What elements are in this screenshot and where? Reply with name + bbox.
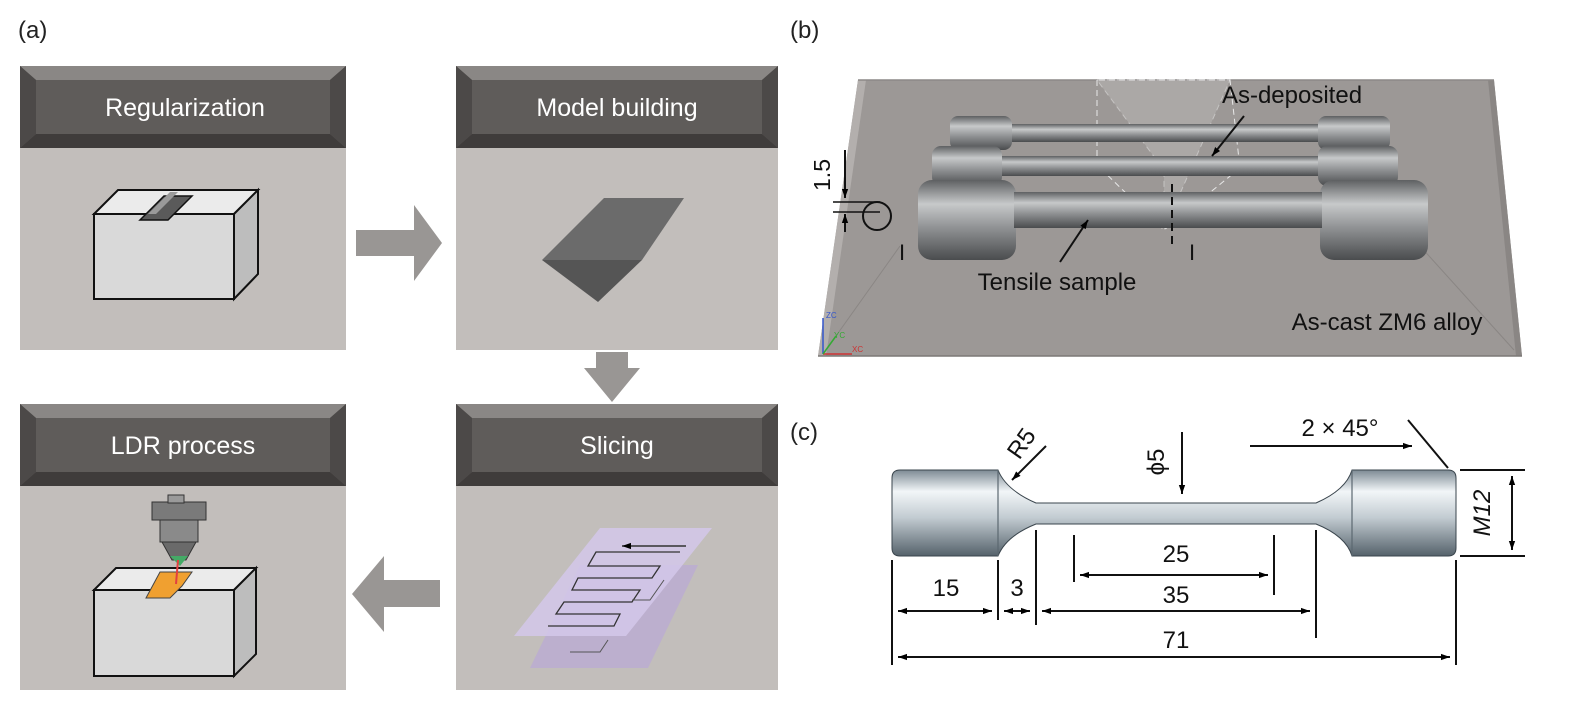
step-ldr-process: LDR process <box>20 404 346 690</box>
dim-fillet-length: 3 <box>1010 575 1023 602</box>
panel-a-label: (a) <box>18 17 47 44</box>
dimension-1-5: 1.5 <box>809 150 892 232</box>
step-regularization: Regularization <box>20 66 346 350</box>
arrow-right-icon <box>356 205 442 281</box>
svg-text:1.5: 1.5 <box>809 159 835 191</box>
step-title: Slicing <box>580 432 654 460</box>
dim-gauge-length: 25 <box>1163 541 1190 568</box>
step-title: LDR process <box>111 432 256 460</box>
dim-chamfer: 2 × 45° <box>1302 415 1379 442</box>
dim-thread: M12 <box>1469 490 1496 537</box>
axis-triad-icon: ZC YC XC <box>822 311 863 355</box>
section-mark-left: I <box>899 240 905 265</box>
arrow-down-icon <box>584 352 640 402</box>
slices-icon <box>514 528 712 668</box>
tensile-sample-leader <box>1059 219 1089 263</box>
step-model-building: Model building <box>456 66 778 350</box>
dim-radius: R5 <box>1002 423 1042 464</box>
dim-grip-length: 15 <box>933 575 960 602</box>
svg-text:XC: XC <box>852 345 863 354</box>
tensile-sample-label: Tensile sample <box>978 269 1137 296</box>
dim-parallel-length: 35 <box>1163 582 1190 609</box>
svg-text:ZC: ZC <box>826 311 837 320</box>
as-deposited-label: As-deposited <box>1222 82 1362 109</box>
tensile-samples-3d <box>918 116 1428 260</box>
dim-total-length: 71 <box>1163 627 1190 654</box>
model-icon <box>542 198 684 302</box>
panel-c-label: (c) <box>790 419 818 446</box>
svg-text:YC: YC <box>834 331 845 340</box>
arrow-left-icon <box>352 556 440 632</box>
laser-nozzle-icon <box>151 494 207 585</box>
step-slicing: Slicing <box>456 404 778 690</box>
as-deposited-leader <box>1211 115 1245 157</box>
panel-b-label: (b) <box>790 17 819 44</box>
ldr-block-icon <box>91 565 259 679</box>
step-title: Model building <box>536 94 697 122</box>
dimension-lines <box>891 419 1525 665</box>
as-cast-label: As-cast ZM6 alloy <box>1292 309 1483 336</box>
step-title: Regularization <box>105 94 265 122</box>
section-mark-right: I <box>1189 240 1195 265</box>
tensile-specimen-drawing <box>891 469 1457 557</box>
grooved-block-icon <box>91 187 261 302</box>
dim-diameter: ϕ5 <box>1143 449 1170 476</box>
